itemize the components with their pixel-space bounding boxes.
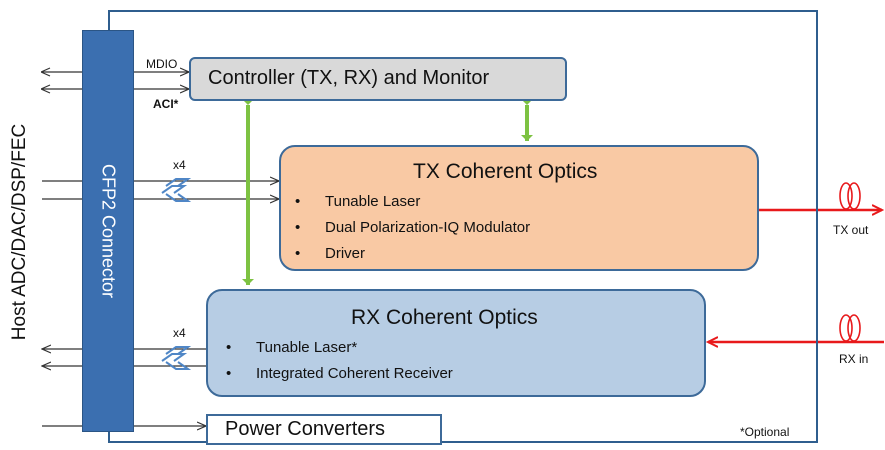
tx-item: Dual Polarization-IQ Modulator <box>295 215 530 241</box>
lane-break-symbol-tx <box>161 178 192 202</box>
rx-item: Tunable Laser* <box>226 335 453 361</box>
rx-lane-count: x4 <box>173 326 186 340</box>
tx-coherent-optics-block: TX Coherent Optics Tunable Laser Dual Po… <box>279 145 759 271</box>
rx-component-list: Tunable Laser* Integrated Coherent Recei… <box>226 335 453 387</box>
control-bus-lines <box>242 99 533 285</box>
rx-title: RX Coherent Optics <box>351 306 538 329</box>
rx-in-fiber <box>708 314 884 342</box>
mdio-label: MDIO <box>146 57 178 71</box>
tx-item: Driver <box>295 241 530 267</box>
power-converters-label: Power Converters <box>225 418 386 440</box>
controller-label: Controller (TX, RX) and Monitor <box>208 67 490 89</box>
tx-lane-count: x4 <box>173 158 186 172</box>
host-label: Host ADC/DAC/DSP/FEC <box>9 123 30 341</box>
tx-out-fiber <box>759 182 882 210</box>
controller-block: Controller (TX, RX) and Monitor <box>189 57 567 101</box>
tx-component-list: Tunable Laser Dual Polarization-IQ Modul… <box>295 189 530 267</box>
tx-out-label: TX out <box>833 223 869 237</box>
cfp2-connector-label: CFP2 Connector <box>98 163 119 299</box>
tx-item: Tunable Laser <box>295 189 530 215</box>
rx-item: Integrated Coherent Receiver <box>226 361 453 387</box>
rx-in-label: RX in <box>839 352 869 366</box>
lane-break-symbol-rx <box>161 346 192 370</box>
power-converters-block: Power Converters <box>206 414 442 445</box>
aci-label: ACI* <box>153 97 179 111</box>
rx-coherent-optics-block: RX Coherent Optics Tunable Laser* Integr… <box>206 289 706 397</box>
tx-input-lines <box>42 181 279 199</box>
optional-note: *Optional <box>740 425 790 439</box>
cfp2-connector: CFP2 Connector <box>82 30 134 432</box>
tx-title: TX Coherent Optics <box>413 160 598 183</box>
